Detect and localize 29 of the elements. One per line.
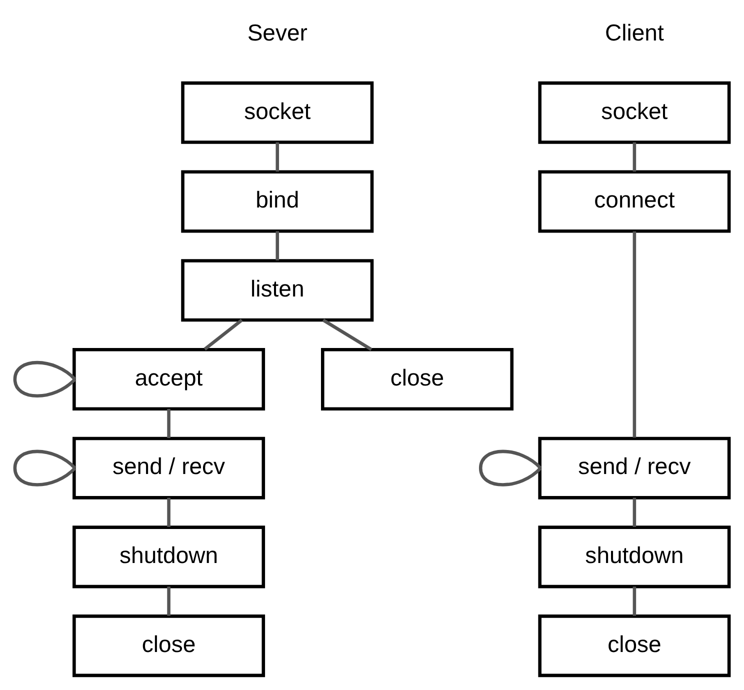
node-box: close bbox=[321, 347, 514, 410]
connector bbox=[276, 142, 280, 171]
connector bbox=[276, 230, 280, 260]
connector bbox=[204, 318, 243, 350]
connector bbox=[167, 586, 170, 616]
connector bbox=[13, 360, 76, 397]
connector bbox=[13, 449, 76, 486]
connector bbox=[632, 497, 636, 526]
connector bbox=[322, 318, 372, 350]
connector bbox=[632, 142, 636, 171]
connector bbox=[632, 586, 636, 616]
connector bbox=[167, 497, 170, 526]
node-box: bind bbox=[181, 170, 374, 232]
connector bbox=[167, 408, 170, 438]
node-box: close bbox=[538, 614, 731, 677]
connector bbox=[478, 449, 542, 486]
node-box: listen bbox=[181, 258, 374, 322]
node-box: accept bbox=[72, 347, 266, 410]
node-box: connect bbox=[538, 170, 731, 232]
node-box: close bbox=[72, 614, 266, 677]
node-box: socket bbox=[538, 80, 731, 144]
label: Client bbox=[605, 19, 664, 46]
connector bbox=[632, 230, 636, 438]
node-box: shutdown bbox=[538, 525, 731, 588]
label: Sever bbox=[247, 19, 308, 46]
node-box: send / recv bbox=[72, 436, 266, 499]
node-box: socket bbox=[181, 80, 374, 144]
node-box: send / recv bbox=[538, 436, 731, 499]
node-box: shutdown bbox=[72, 525, 266, 588]
